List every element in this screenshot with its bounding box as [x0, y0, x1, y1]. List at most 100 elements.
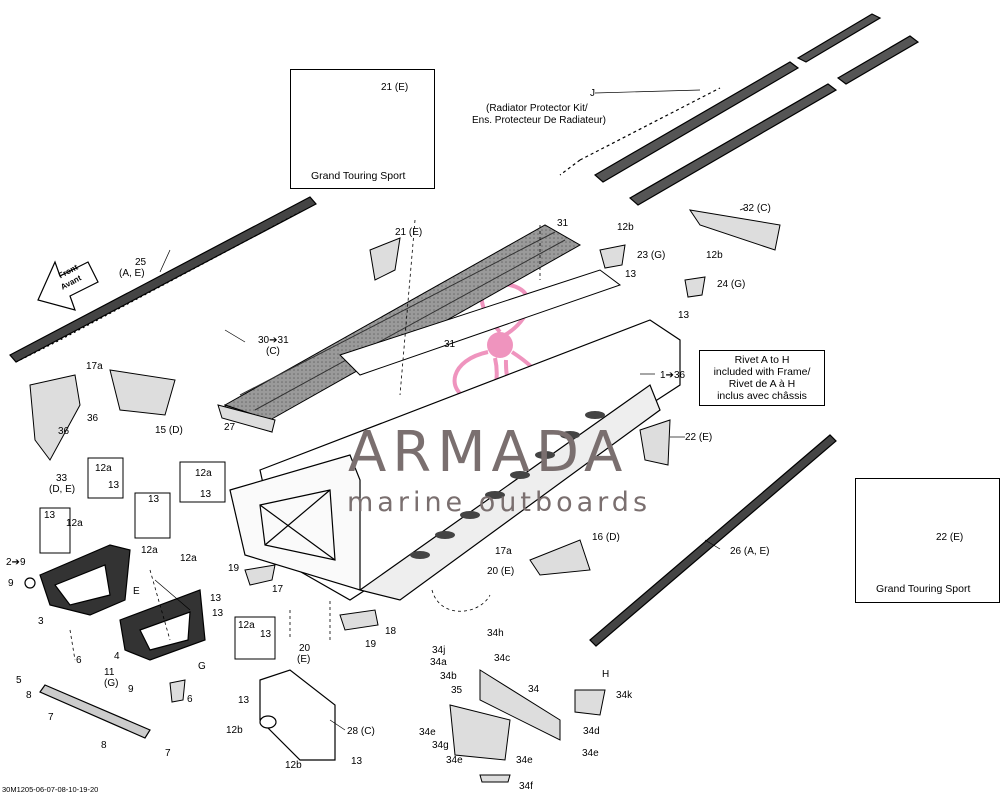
callout-right-part: 22 (E) — [936, 532, 964, 543]
part-label: 33 — [56, 473, 68, 484]
part-label: 34j — [432, 645, 446, 656]
part-label: (G) — [104, 678, 119, 689]
frame-tunnel — [229, 319, 681, 601]
part-label: 17a — [86, 361, 103, 372]
part-label: 34 — [528, 684, 540, 695]
part-label: 8 — [26, 690, 32, 701]
part-label: 34a — [430, 657, 447, 668]
callout-right-title: Grand Touring Sport — [876, 583, 971, 595]
watermark-brand: ARMADA — [348, 420, 629, 485]
part-label: 34e — [446, 755, 463, 766]
part-label: 22 (E) — [685, 432, 713, 443]
part-label: 23 (G) — [637, 250, 666, 261]
part-label: 9 — [128, 684, 134, 695]
callout-top-part: 21 (E) — [381, 82, 409, 93]
part-label: (E) — [297, 654, 311, 665]
part-label: 13 — [148, 494, 160, 505]
part-label: 2➔9 — [6, 557, 26, 568]
part-label: 17 — [272, 584, 284, 595]
part-label: 13 — [210, 593, 222, 604]
part-label: 13 — [260, 629, 272, 640]
rivet-note-line3: Rivet de A à H — [728, 378, 796, 390]
part-label: H — [602, 669, 610, 680]
part-label: 8 — [101, 740, 107, 751]
part-label: 12a — [95, 463, 112, 474]
part-label: 16 (D) — [592, 532, 620, 543]
callout-top-title: Grand Touring Sport — [311, 170, 406, 182]
part-label: 12b — [617, 222, 634, 233]
part-label: 12a — [66, 518, 83, 529]
part-label: 13 — [212, 608, 224, 619]
part-label: 13 — [200, 489, 212, 500]
part-label: 34g — [432, 740, 449, 751]
part-label: 30➔31 — [258, 335, 289, 346]
document-id: 30M1205-06-07-08-10-19-20 — [2, 785, 99, 794]
part-label: 12b — [706, 250, 723, 261]
part-label: 34c — [494, 653, 511, 664]
part-label: 12a — [141, 545, 158, 556]
radiator-kit-letter: J — [590, 88, 595, 99]
part-label: 7 — [165, 748, 171, 759]
part-label: 13 — [625, 269, 637, 280]
part-label: (D, E) — [49, 484, 76, 495]
radiator-protector-strips — [559, 13, 920, 206]
part-label: 13 — [108, 480, 120, 491]
part-label: 6 — [187, 694, 193, 705]
part-label: 34e — [516, 755, 533, 766]
part-label: 26 (A, E) — [730, 546, 770, 557]
part-label: 19 — [228, 563, 240, 574]
part-label: 6 — [76, 655, 82, 666]
part-label: 19 — [365, 639, 377, 650]
part-label: 21 (E) — [395, 227, 423, 238]
part-label: 18 — [385, 626, 397, 637]
part-label: 31 — [557, 218, 569, 229]
part-label: 17a — [495, 546, 512, 557]
part-label: 13 — [44, 510, 56, 521]
hardware-detail-boxes — [39, 457, 276, 660]
part-label: 36 — [58, 426, 70, 437]
part-label: 34e — [582, 748, 599, 759]
part-label: 27 — [224, 422, 236, 433]
part-label: 34k — [616, 690, 633, 701]
part-label: 15 (D) — [155, 425, 183, 436]
part-label: G — [198, 661, 206, 672]
rivet-note-line2: included with Frame/ — [713, 366, 811, 378]
part-label: E — [133, 586, 140, 597]
part-label: 34e — [419, 727, 436, 738]
part-label: 1➔36 — [660, 370, 686, 381]
part-label: 11 — [104, 667, 115, 678]
part-label: 4 — [114, 651, 120, 662]
part-label: 35 — [451, 685, 463, 696]
part-label: 34d — [583, 726, 600, 737]
solid-leaders — [154, 89, 746, 731]
brackets-and-plates — [29, 79, 936, 783]
part-label: 28 (C) — [347, 726, 375, 737]
radiator-kit-line2: Ens. Protecteur De Radiateur) — [472, 115, 606, 126]
part-label: 31 — [444, 339, 456, 350]
part-label: 12b — [285, 760, 302, 771]
part-label: 20 (E) — [487, 566, 515, 577]
part-label: 13 — [238, 695, 250, 706]
front-radiator — [259, 669, 336, 761]
left-side-rail — [9, 196, 317, 363]
part-label: 12a — [180, 553, 197, 564]
part-label: (A, E) — [119, 268, 145, 279]
rivet-note-line1: Rivet A to H — [734, 354, 790, 366]
callout-box-right: 22 (E) Grand Touring Sport — [855, 478, 1000, 603]
part-label: 24 (G) — [717, 279, 746, 290]
rivet-note-line4: inclus avec châssis — [717, 390, 807, 402]
radiator-kit-line1: (Radiator Protector Kit/ — [486, 103, 588, 114]
part-label: 5 — [16, 675, 22, 686]
tunnel-plate — [339, 269, 622, 376]
part-label: 25 — [135, 257, 147, 268]
part-label: 9 — [8, 578, 14, 589]
right-side-rail — [589, 434, 837, 647]
part-label: 20 — [299, 643, 311, 654]
part-label: 13 — [351, 756, 363, 767]
part-label: 13 — [678, 310, 690, 321]
part-label: (C) — [266, 346, 280, 357]
front-arrow-icon — [37, 260, 99, 311]
part-label: 12a — [195, 468, 212, 479]
